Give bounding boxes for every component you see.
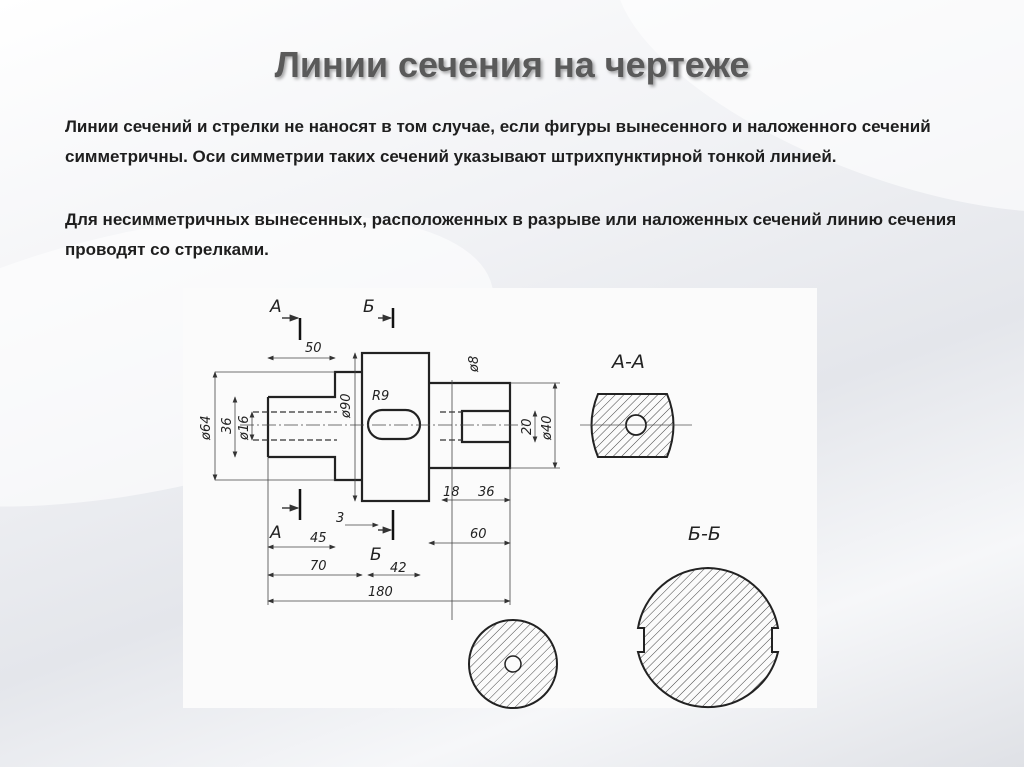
paragraph-2: Для несимметричных вынесенных, расположе… — [65, 210, 957, 259]
dim-42: 42 — [390, 561, 407, 576]
section-a-a-label: А-А — [610, 351, 645, 373]
section-b-top-label: Б — [363, 297, 375, 317]
section-a-a: А-А — [580, 351, 692, 458]
dim-64: ø64 — [199, 416, 214, 442]
round-section — [468, 619, 558, 709]
dim-45: 45 — [310, 531, 327, 546]
dim-60: 60 — [470, 527, 487, 542]
dim-16: ø16 — [237, 416, 252, 442]
section-marks — [282, 308, 395, 540]
dim-70: 70 — [310, 559, 327, 574]
part-outline — [266, 351, 512, 503]
dim-180: 180 — [368, 585, 393, 600]
dim-3: 3 — [336, 511, 344, 526]
dim-36: 36 — [220, 417, 235, 434]
section-a-bottom-label: А — [269, 523, 282, 543]
dim-90: ø90 — [339, 394, 354, 420]
hidden-lines — [253, 411, 462, 441]
section-b-b-label: Б-Б — [688, 523, 721, 545]
dim-50: 50 — [305, 341, 322, 356]
dim-8: ø8 — [467, 356, 482, 373]
dim-40: ø40 — [540, 416, 555, 442]
paragraph-1: Линии сечений и стрелки не наносят в том… — [65, 117, 931, 166]
dim-20: 20 — [520, 418, 535, 435]
dim-36b: 36 — [478, 485, 495, 500]
dimension-lines — [212, 352, 560, 620]
slide-title: Линии сечения на чертеже — [274, 44, 750, 85]
section-b-bottom-label: Б — [370, 545, 382, 565]
dim-18: 18 — [443, 485, 460, 500]
section-b-b: Б-Б — [636, 523, 780, 709]
dim-r9: R9 — [372, 389, 389, 404]
section-a-top-label: А — [269, 297, 282, 317]
